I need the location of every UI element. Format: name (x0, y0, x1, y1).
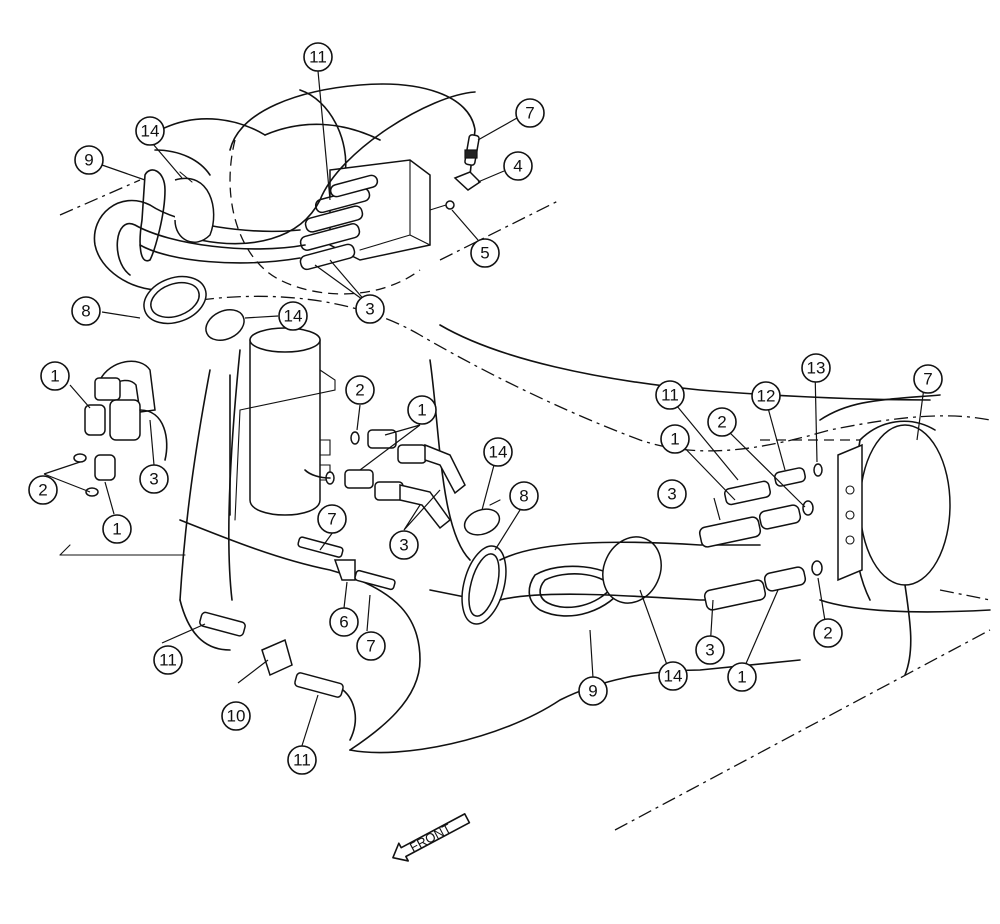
callout-13: 13 (801, 353, 831, 383)
svg-text:11: 11 (309, 48, 327, 67)
left-fittings (59, 169, 245, 556)
callout-1-right-bottom: 1 (727, 662, 757, 692)
svg-text:3: 3 (667, 485, 676, 504)
callout-11-top: 11 (303, 42, 333, 72)
callout-10: 10 (221, 701, 251, 731)
svg-text:14: 14 (284, 307, 303, 326)
svg-text:1: 1 (417, 401, 426, 420)
callout-6: 6 (329, 607, 359, 637)
svg-text:3: 3 (399, 536, 408, 555)
svg-text:4: 4 (513, 157, 522, 176)
callout-11-right: 11 (655, 380, 685, 410)
callout-9-bottom: 9 (578, 676, 608, 706)
callout-3-left: 3 (139, 464, 169, 494)
callout-14-top-left: 14 (135, 116, 165, 146)
callout-2-center: 2 (345, 375, 375, 405)
callout-8-left: 8 (71, 296, 101, 326)
svg-text:7: 7 (366, 637, 375, 656)
svg-text:2: 2 (355, 381, 364, 400)
svg-text:1: 1 (737, 668, 746, 687)
callout-7-right: 7 (913, 364, 943, 394)
callout-7-center-top: 7 (317, 504, 347, 534)
svg-text:1: 1 (112, 520, 121, 539)
svg-text:10: 10 (227, 707, 246, 726)
svg-text:1: 1 (670, 430, 679, 449)
callouts: 11 7 14 9 4 5 3 8 14 1 2 1 2 1 3 2 1 7 3… (28, 42, 943, 775)
callout-12: 12 (751, 381, 781, 411)
svg-text:2: 2 (823, 624, 832, 643)
callout-7-top: 7 (515, 98, 545, 128)
callout-2-left: 2 (28, 475, 58, 505)
callout-14-right-bottom: 14 (658, 661, 688, 691)
callout-2-right-top: 2 (707, 407, 737, 437)
front-arrow: FRONT (392, 813, 471, 862)
callout-3-center: 3 (389, 530, 419, 560)
svg-text:7: 7 (327, 510, 336, 529)
callout-3-top: 3 (355, 294, 385, 324)
svg-text:2: 2 (717, 413, 726, 432)
svg-text:8: 8 (81, 302, 90, 321)
svg-text:9: 9 (588, 682, 597, 701)
front-label: FRONT (407, 821, 454, 855)
callout-9-top-left: 9 (74, 145, 104, 175)
callout-14-center: 14 (483, 437, 513, 467)
callout-11-bottom: 11 (287, 745, 317, 775)
svg-text:9: 9 (84, 151, 93, 170)
svg-text:2: 2 (38, 481, 47, 500)
valve-fittings (299, 174, 379, 271)
right-fittings (461, 463, 823, 625)
callout-3-right-top: 3 (657, 479, 687, 509)
svg-text:11: 11 (293, 751, 311, 770)
callout-8-right: 8 (509, 481, 539, 511)
svg-text:14: 14 (489, 443, 508, 462)
callout-1-left-top: 1 (40, 361, 70, 391)
svg-text:12: 12 (757, 387, 776, 406)
center-fittings (199, 429, 466, 741)
callout-4: 4 (503, 151, 533, 181)
callout-1-left-bottom: 1 (102, 514, 132, 544)
svg-text:13: 13 (807, 359, 826, 378)
svg-text:14: 14 (664, 667, 683, 686)
svg-text:11: 11 (661, 386, 679, 405)
callout-3-right-bottom: 3 (695, 635, 725, 665)
callout-11-left: 11 (153, 645, 183, 675)
svg-text:3: 3 (365, 300, 374, 319)
svg-text:7: 7 (525, 104, 534, 123)
callout-1-center: 1 (407, 395, 437, 425)
svg-text:5: 5 (480, 244, 489, 263)
callout-1-right-top: 1 (660, 424, 690, 454)
svg-text:11: 11 (159, 651, 177, 670)
svg-text:3: 3 (149, 470, 158, 489)
svg-text:14: 14 (141, 122, 160, 141)
svg-text:6: 6 (339, 613, 348, 632)
callout-14-left: 14 (278, 301, 308, 331)
callout-2-right-bottom: 2 (813, 618, 843, 648)
svg-text:8: 8 (519, 487, 528, 506)
svg-text:3: 3 (705, 641, 714, 660)
svg-text:7: 7 (923, 370, 932, 389)
machine-outline (59, 83, 991, 831)
leader-lines (43, 70, 926, 753)
callout-5: 5 (470, 238, 500, 268)
svg-text:1: 1 (50, 367, 59, 386)
callout-7-center-bottom: 7 (356, 631, 386, 661)
